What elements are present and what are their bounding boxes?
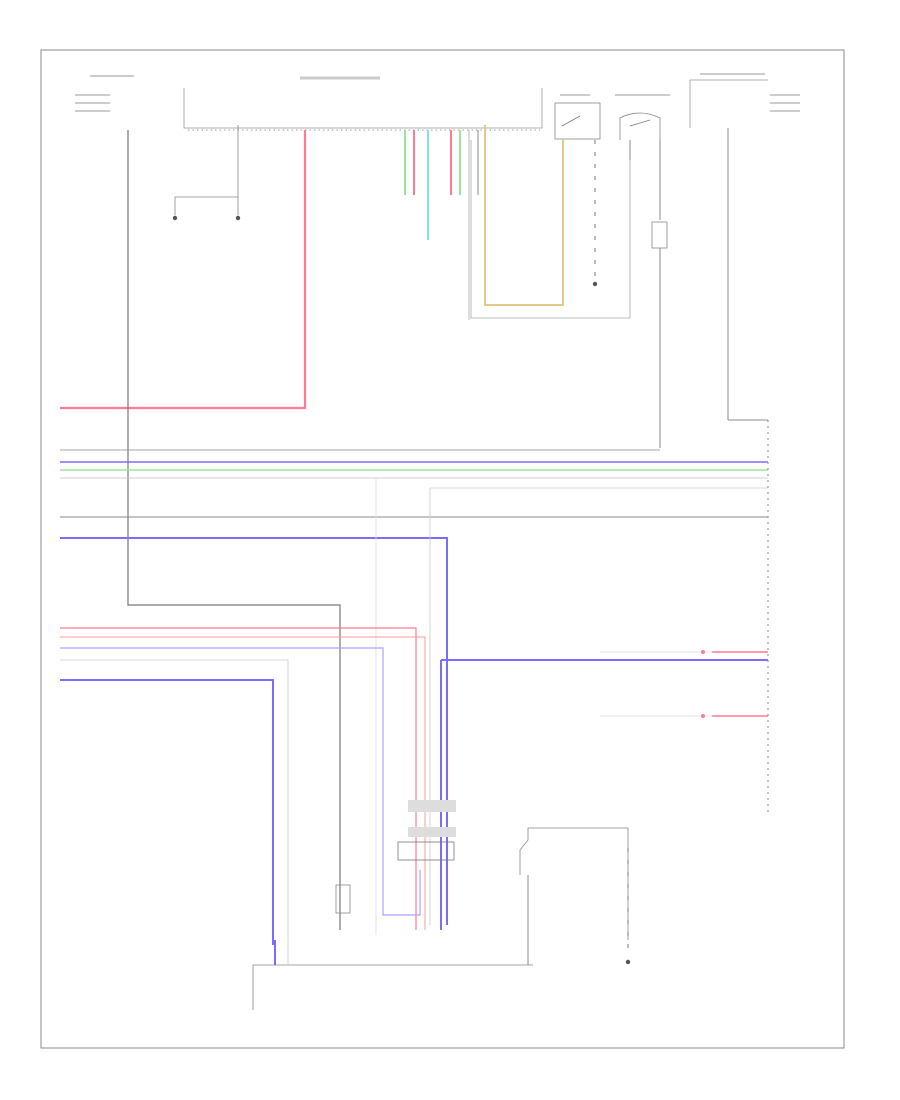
top-right-junction [689, 73, 800, 128]
trunk-wire [629, 140, 668, 448]
trunk-switch [615, 94, 670, 140]
top-left-junction [75, 75, 134, 112]
body-ecu-connector [183, 76, 543, 131]
right-pink-stubs [600, 650, 768, 718]
ecu-pigtails [404, 130, 479, 320]
cluster-switch [335, 884, 351, 914]
bus-wires [60, 449, 768, 935]
left-ground-stubs [172, 125, 241, 221]
red-ecu-wire [60, 130, 307, 410]
gray-loop [470, 140, 631, 319]
bottom-relay [519, 827, 631, 965]
tan-wire-loop [484, 125, 564, 306]
cluster-relay [397, 800, 456, 861]
black-left-wire [127, 130, 341, 930]
right-ecu-connector [728, 419, 769, 812]
lower-bundle [60, 627, 768, 945]
stop-light-switch [252, 940, 533, 1010]
diagram-frame [40, 49, 845, 1049]
door-lock-switch [554, 94, 601, 140]
